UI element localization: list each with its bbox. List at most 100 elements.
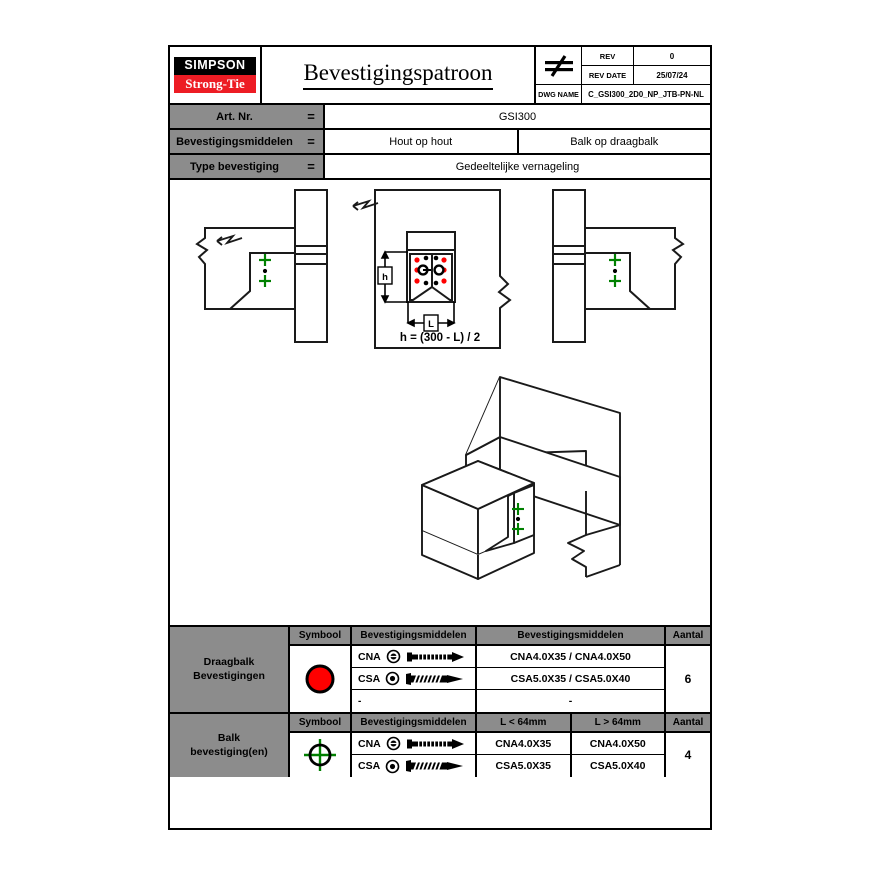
draagbalk-row1-code: CNA — [358, 650, 381, 663]
simpson-strong-tie-logo: SIMPSON Strong-Tie — [170, 47, 262, 103]
spec-row-bevestigingsmiddelen: Bevestigingsmiddelen = Hout op hout Balk… — [170, 130, 710, 155]
table-row: CSA — [352, 755, 666, 777]
draagbalk-row1-fastener: CNA — [352, 646, 477, 667]
isometric-3d-view — [421, 376, 621, 580]
draagbalk-row1-description: CNA4.0X35 / CNA4.0X50 — [477, 646, 666, 667]
screw-head-icon — [385, 671, 400, 686]
center-view-joist-fasteners-right — [433, 255, 447, 286]
table-row: - - — [352, 690, 666, 712]
draagbalk-row3-description: - — [477, 690, 666, 712]
balk-symbol-cell — [290, 733, 352, 777]
draagbalk-title-line1: Draagbalk — [203, 656, 255, 669]
drawing-sheet: SIMPSON Strong-Tie Bevestigingspatroon — [168, 45, 712, 830]
spec-label-type-bevestiging: Type bevestiging = — [170, 155, 325, 178]
spec-label-bevestigingsmiddelen: Bevestigingsmiddelen = — [170, 130, 325, 153]
balk-quantity: 4 — [666, 733, 710, 777]
iso-beam-fasteners — [512, 503, 524, 535]
balk-header-bevestigingsmiddelen: Bevestigingsmiddelen — [352, 714, 477, 731]
logo-strongtie-text: Strong-Tie — [174, 74, 256, 93]
spec-label-art-nr-text: Art. Nr. — [216, 110, 253, 123]
table-row: CNA — [352, 733, 666, 755]
draagbalk-row2-code: CSA — [358, 672, 381, 685]
rev-date-label: REV DATE — [582, 66, 634, 84]
draagbalk-row2-description: CSA5.0X35 / CSA5.0X40 — [477, 668, 666, 689]
spec-label-bevestigingsmiddelen-text: Bevestigingsmiddelen — [176, 135, 293, 148]
revision-meta-block: REV 0 REV DATE 25/07/24 DWG NAME C_GSI30… — [536, 47, 710, 103]
balk-header-l-long: L > 64mm — [572, 714, 666, 731]
dimension-L — [406, 302, 456, 332]
rev-date-value: 25/07/24 — [656, 70, 688, 80]
draagbalk-header-row: Symbool Bevestigingsmiddelen Bevestiging… — [290, 627, 710, 646]
sheet-title: Bevestigingspatroon — [262, 47, 536, 103]
sheet-title-text: Bevestigingspatroon — [303, 60, 493, 90]
center-elevation-view — [352, 189, 512, 349]
dimension-h-label: h — [382, 272, 388, 283]
balk-header-row: Symbool Bevestigingsmiddelen L < 64mm L … — [290, 714, 710, 733]
balk-header-aantal: Aantal — [672, 717, 704, 728]
nail-icon — [406, 738, 464, 749]
equals-icon: = — [307, 134, 315, 149]
equals-icon: = — [307, 109, 315, 124]
rev-row: REV 0 — [582, 47, 710, 66]
balk-row1-short: CNA4.0X35 — [477, 733, 572, 754]
balk-title-line1: Balk — [217, 732, 241, 745]
balk-row1-fastener: CNA — [352, 733, 477, 754]
draagbalk-row3-fastener: - — [352, 690, 477, 712]
spec-row-type-bevestiging: Type bevestiging = Gedeeltelijke vernage… — [170, 155, 710, 180]
height-formula: h = (300 - L) / 2 — [399, 332, 481, 344]
red-filled-circle-icon — [305, 664, 335, 694]
balk-title-line2: bevestiging(en) — [190, 745, 268, 758]
draagbalk-header-bevestigingsmiddelen-1: Bevestigingsmiddelen — [352, 627, 477, 644]
balk-row2-fastener: CSA — [352, 755, 477, 777]
fastener-table-balk-title: Balk bevestiging(en) — [170, 714, 290, 777]
draagbalk-row2-fastener: CSA — [352, 668, 477, 689]
nail-head-icon — [386, 649, 401, 664]
title-block: SIMPSON Strong-Tie Bevestigingspatroon — [170, 47, 710, 105]
balk-row2-short: CSA5.0X35 — [477, 755, 572, 777]
balk-row2-long: CSA5.0X40 — [572, 755, 666, 777]
spec-value-art-nr: GSI300 — [325, 105, 710, 128]
fastener-table-balk: Balk bevestiging(en) Symbool Bevestiging… — [170, 714, 710, 777]
rev-label: REV — [582, 47, 634, 65]
spec-row-art-nr: Art. Nr. = GSI300 — [170, 105, 710, 130]
left-elevation-view — [195, 189, 328, 343]
dimension-L-label: L — [428, 319, 434, 330]
right-view-center-dot — [612, 268, 618, 274]
not-equal-icon — [536, 47, 582, 84]
draagbalk-title-line2: Bevestigingen — [193, 669, 265, 682]
left-view-center-dot — [262, 268, 268, 274]
draagbalk-header-symbool: Symbool — [290, 627, 352, 644]
drawing-area: h L — [170, 180, 710, 627]
spec-value-hout-op-hout: Hout op hout — [325, 130, 519, 153]
right-view-beam-fasteners — [609, 254, 621, 287]
left-view-beam-fasteners — [259, 254, 271, 287]
draagbalk-row3-code: - — [358, 695, 362, 707]
dwg-name-label: DWG NAME — [536, 85, 582, 103]
balk-row1-long: CNA4.0X50 — [572, 733, 666, 754]
green-crosshair-circle-icon — [304, 739, 336, 771]
dimension-h — [377, 250, 408, 304]
right-elevation-view — [552, 189, 685, 343]
balk-row1-code: CNA — [358, 737, 381, 750]
equals-icon: = — [307, 159, 315, 174]
spec-value-type-bevestiging: Gedeeltelijke vernageling — [325, 155, 710, 178]
iso-center-dot — [515, 516, 521, 522]
draagbalk-header-aantal: Aantal — [672, 630, 704, 641]
fastener-table-draagbalk: Draagbalk Bevestigingen Symbool Bevestig… — [170, 627, 710, 714]
balk-row2-code: CSA — [358, 760, 381, 772]
nail-icon — [406, 651, 464, 662]
draagbalk-quantity: 6 — [666, 646, 710, 712]
dwg-name-value: C_GSI300_2D0_NP_JTB-PN-NL — [588, 89, 704, 99]
screw-icon — [406, 760, 464, 772]
fastener-table-draagbalk-title: Draagbalk Bevestigingen — [170, 627, 290, 712]
nail-head-icon — [386, 736, 401, 751]
draagbalk-symbol-cell — [290, 646, 352, 712]
rev-value: 0 — [669, 51, 675, 61]
table-row: CSA — [352, 668, 666, 690]
draagbalk-header-bevestigingsmiddelen-2: Bevestigingsmiddelen — [477, 627, 666, 644]
logo-simpson-text: SIMPSON — [174, 57, 256, 75]
balk-header-symbool: Symbool — [290, 714, 352, 731]
table-row: CNA — [352, 646, 666, 668]
spec-label-art-nr: Art. Nr. = — [170, 105, 325, 128]
dwg-name-row: DWG NAME C_GSI300_2D0_NP_JTB-PN-NL — [536, 84, 710, 103]
